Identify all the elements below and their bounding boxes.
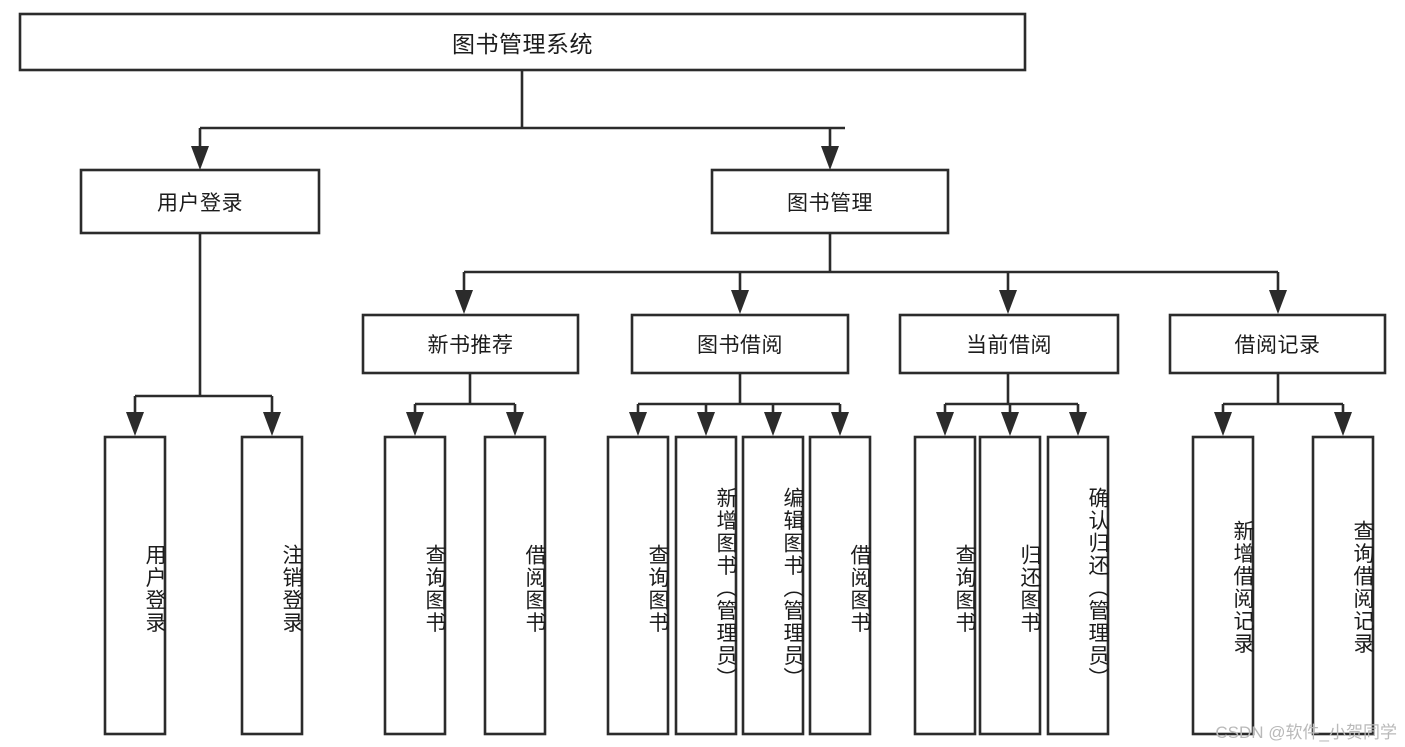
node-leaf-user-login[interactable] (103, 435, 167, 736)
node-book-manage[interactable] (710, 168, 950, 235)
node-borrow-record[interactable] (1168, 313, 1387, 375)
node-leaf-query-book-3[interactable] (913, 435, 977, 736)
node-leaf-borrow-book-1[interactable] (483, 435, 547, 736)
node-leaf-query-record[interactable] (1311, 435, 1375, 736)
node-leaf-edit-book[interactable] (741, 435, 805, 736)
node-book-borrow[interactable] (630, 313, 850, 375)
node-new-book-recommend[interactable] (361, 313, 580, 375)
connector-currentborrow-to-leaves (936, 373, 1087, 436)
node-leaf-return-book[interactable] (978, 435, 1042, 736)
node-leaf-add-book[interactable] (674, 435, 738, 736)
node-leaf-add-record[interactable] (1191, 435, 1255, 736)
node-root[interactable] (18, 12, 1027, 72)
node-current-borrow[interactable] (898, 313, 1120, 375)
connector-newbook-to-leaves (406, 373, 524, 436)
connector-borrowrecord-to-leaves (1214, 373, 1352, 436)
node-leaf-borrow-book-2[interactable] (808, 435, 872, 736)
connector-bookborrow-to-leaves (629, 373, 849, 436)
connector-bookmanage-to-level2 (455, 233, 1287, 314)
node-leaf-confirm-return[interactable] (1046, 435, 1110, 736)
node-leaf-query-book-1[interactable] (383, 435, 447, 736)
node-leaf-logout[interactable] (240, 435, 304, 736)
node-leaf-query-book-2[interactable] (606, 435, 670, 736)
connector-root-to-level1 (191, 70, 845, 170)
node-user-login[interactable] (79, 168, 321, 235)
connector-userlogin-to-leaves (126, 233, 281, 436)
